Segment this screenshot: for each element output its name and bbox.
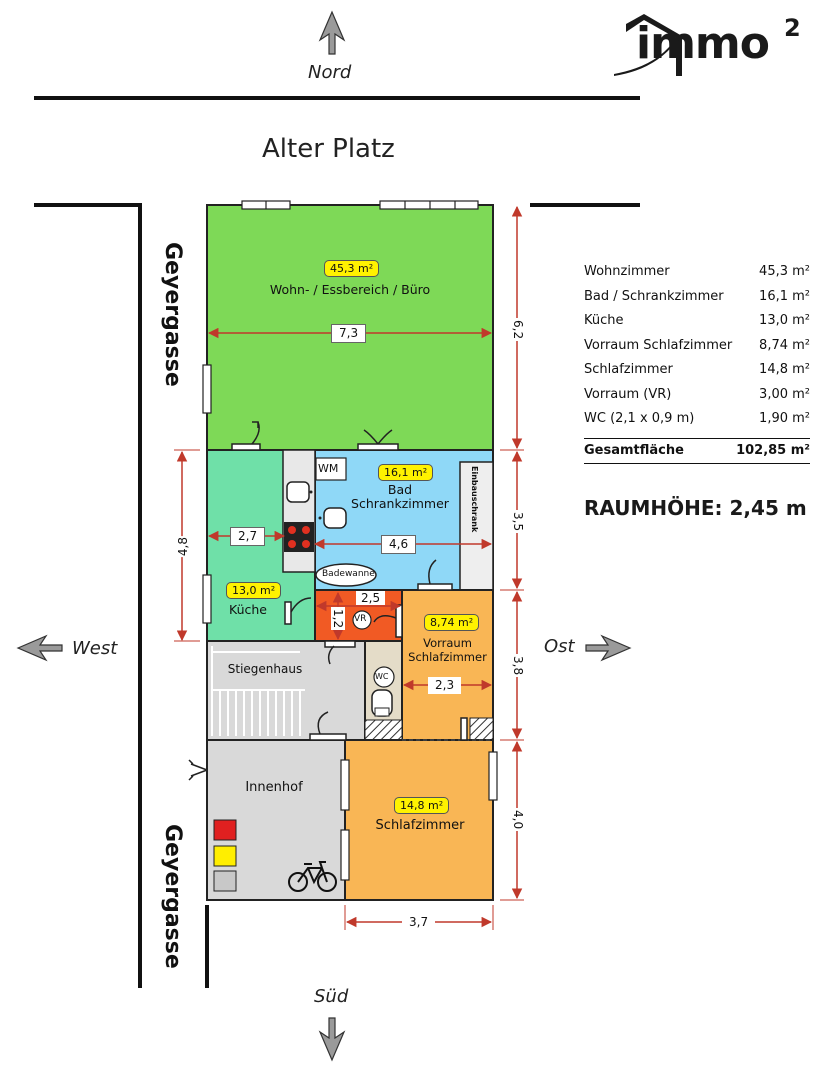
area-badge-bad: 16,1 m² xyxy=(378,464,434,481)
west-arrow-icon xyxy=(16,634,63,662)
room-label-schlafzimmer: Schlafzimmer xyxy=(375,818,465,833)
area-row: WC (2,1 x 0,9 m) 1,90 m² xyxy=(584,407,810,432)
area-table: Wohnzimmer 45,3 m² Bad / Schrankzimmer 16,… xyxy=(584,260,810,464)
bin-grey xyxy=(213,870,237,892)
washing-machine xyxy=(315,457,347,481)
street-line-upper-left xyxy=(34,203,142,988)
area-row-value: 3,00 m² xyxy=(759,386,810,402)
label-einbauschrank: Einbauschrank xyxy=(470,466,479,533)
wc-circle xyxy=(373,666,395,688)
sink-kitchen xyxy=(286,481,313,503)
area-row: Vorraum Schlafzimmer 8,74 m² xyxy=(584,334,810,359)
label-wc: WC xyxy=(375,672,389,681)
area-badge-wohn: 45,3 m² xyxy=(324,260,380,277)
logo: immo xyxy=(636,18,770,69)
logo-superscript: 2 xyxy=(784,14,801,42)
area-row-name: WC (2,1 x 0,9 m) xyxy=(584,411,695,426)
room-label-wohn: Wohn- / Essbereich / Büro xyxy=(269,282,431,297)
north-arrow-icon xyxy=(318,10,346,55)
doors xyxy=(188,421,468,781)
einbauschrank xyxy=(459,461,494,591)
stove xyxy=(284,522,314,552)
area-row-value: 45,3 m² xyxy=(759,264,810,279)
dim-vr-height: 1,2 xyxy=(331,607,345,631)
room-schlafzimmer xyxy=(344,739,494,901)
area-row-value: 8,74 m² xyxy=(759,337,810,353)
room-label-bad: Bad xyxy=(387,482,413,497)
street-name-top: Alter Platz xyxy=(262,134,395,164)
area-row-value: 14,8 m² xyxy=(759,362,810,377)
wc-hatch xyxy=(364,719,403,741)
bin-red xyxy=(213,819,237,841)
area-total-value: 102,85 m² xyxy=(736,442,810,458)
south-arrow-icon xyxy=(318,1017,346,1062)
area-row: Wohnzimmer 45,3 m² xyxy=(584,260,810,285)
area-badge-schlaf: 14,8 m² xyxy=(394,797,450,814)
dim-kueche-width: 2,7 xyxy=(230,527,266,546)
area-row-name: Vorraum Schlafzimmer xyxy=(584,337,733,353)
street-name-left-upper: Geyergasse xyxy=(160,242,185,387)
ceiling-height: RAUMHÖHE: 2,45 m xyxy=(584,496,807,520)
area-row: Bad / Schrankzimmer 16,1 m² xyxy=(584,285,810,310)
dim-vorraum-width: 2,3 xyxy=(428,677,462,694)
dim-left-1: 4,8 xyxy=(175,536,191,558)
compass-arrows xyxy=(16,10,632,1062)
room-label-schrankzimmer: Schrankzimmer xyxy=(351,496,449,511)
dim-right-4: 4,0 xyxy=(511,808,525,832)
area-row-value: 16,1 m² xyxy=(759,288,810,304)
area-row-name: Küche xyxy=(584,313,624,328)
street-name-left-lower: Geyergasse xyxy=(160,824,185,969)
label-wm: WM xyxy=(318,462,339,475)
windows xyxy=(202,200,498,881)
dim-vr-width: 2,5 xyxy=(356,591,386,605)
area-badge-kueche: 13,0 m² xyxy=(226,582,282,599)
area-row-value: 1,90 m² xyxy=(759,411,810,426)
area-row: Vorraum (VR) 3,00 m² xyxy=(584,383,810,408)
area-row: Küche 13,0 m² xyxy=(584,309,810,334)
area-total-label: Gesamtfläche xyxy=(584,442,684,458)
sink-bath xyxy=(318,507,347,529)
dim-right-2: 3,5 xyxy=(511,510,525,534)
compass-north-label: Nord xyxy=(308,62,352,83)
label-vr: VR xyxy=(354,614,367,624)
area-row-value: 13,0 m² xyxy=(759,313,810,328)
stairs xyxy=(211,646,305,736)
dim-schlaf-width: 3,7 xyxy=(402,914,436,931)
room-label-stiegenhaus: Stiegenhaus xyxy=(227,662,303,676)
dim-wohn-width: 7,3 xyxy=(331,324,367,343)
dim-right-3: 3,8 xyxy=(511,654,525,678)
area-table-divider xyxy=(584,437,810,439)
toilet xyxy=(371,689,393,717)
east-arrow-icon xyxy=(585,634,632,662)
compass-west-label: West xyxy=(72,638,118,659)
compass-east-label: Ost xyxy=(544,636,575,657)
area-row: Schlafzimmer 14,8 m² xyxy=(584,358,810,383)
vorraum-hatch xyxy=(469,717,494,741)
room-label-innenhof: Innenhof xyxy=(245,780,303,795)
bin-yellow xyxy=(213,845,237,867)
kitchen-counter xyxy=(282,449,316,573)
dim-bad-width: 4,6 xyxy=(381,535,417,554)
bathtub xyxy=(315,563,377,587)
room-label-vorraum: Vorraum xyxy=(423,636,472,650)
bicycle-icon xyxy=(288,861,337,892)
area-row-name: Vorraum (VR) xyxy=(584,386,672,402)
area-badge-vorraum: 8,74 m² xyxy=(424,614,480,631)
dim-right-1: 6,2 xyxy=(511,318,525,342)
area-row-name: Wohnzimmer xyxy=(584,264,670,279)
logo-house-icon xyxy=(614,14,682,76)
area-total-row: Gesamtfläche 102,85 m² xyxy=(584,439,810,464)
compass-south-label: Süd xyxy=(314,986,349,1007)
area-row-name: Bad / Schrankzimmer xyxy=(584,288,724,304)
room-label-vorraum-schlafzimmer: Schlafzimmer xyxy=(408,650,487,664)
label-badewanne: Badewanne xyxy=(322,569,375,579)
room-label-kueche: Küche xyxy=(229,602,267,617)
area-row-name: Schlafzimmer xyxy=(584,362,673,377)
dimension-ticks xyxy=(174,449,524,930)
